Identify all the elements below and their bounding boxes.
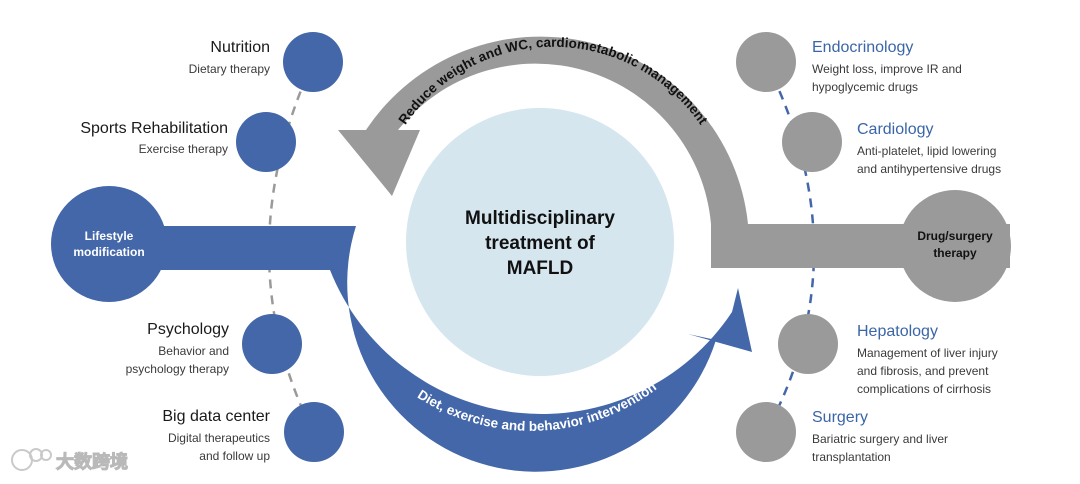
cardiology-desc-line2: and antihypertensive drugs (857, 162, 1001, 176)
drug-surgery-hub-line2: therapy (933, 246, 977, 260)
watermark-logo-icon (11, 448, 52, 471)
hepatology-desc-line3: complications of cirrhosis (857, 382, 991, 396)
nutrition-title: Nutrition (210, 39, 270, 56)
big-data-center-desc-line1: Digital therapeutics (168, 431, 270, 445)
center-title-line1: Multidisciplinary (465, 208, 615, 229)
nutrition-node (283, 32, 343, 92)
sports-rehabilitation-title: Sports Rehabilitation (80, 120, 228, 137)
hepatology-title: Hepatology (857, 323, 938, 340)
sports-rehabilitation-node (236, 112, 296, 172)
center-title-line2: treatment of (485, 233, 595, 254)
big-data-center-title: Big data center (162, 408, 270, 425)
hepatology-desc-line1: Management of liver injury (857, 346, 998, 360)
center-title-line3: MAFLD (507, 258, 573, 279)
cardiology-title: Cardiology (857, 121, 933, 138)
psychology-desc-line2: psychology therapy (126, 362, 229, 376)
lifestyle-hub-line2: modification (73, 245, 144, 259)
hepatology-node (778, 314, 838, 374)
watermark-text: 大数跨境 (56, 451, 128, 473)
lifestyle-hub-line1: Lifestyle (85, 229, 134, 243)
endocrinology-title: Endocrinology (812, 39, 913, 56)
lifestyle-hub-circle (51, 186, 167, 302)
blue-arc-arrow (80, 226, 752, 472)
center-circle (406, 108, 674, 376)
endocrinology-desc-line2: hypoglycemic drugs (812, 80, 918, 94)
endocrinology-desc-line1: Weight loss, improve IR and (812, 62, 962, 76)
surgery-desc-line2: transplantation (812, 450, 891, 464)
drug-surgery-hub-circle (899, 190, 1011, 302)
drug-surgery-hub-line1: Drug/surgery (917, 229, 993, 243)
nutrition-desc-line1: Dietary therapy (189, 62, 270, 76)
hepatology-desc-line2: and fibrosis, and prevent (857, 364, 989, 378)
surgery-title: Surgery (812, 409, 868, 426)
surgery-desc-line1: Bariatric surgery and liver (812, 432, 948, 446)
psychology-node (242, 314, 302, 374)
big-data-center-node (284, 402, 344, 462)
cardiology-desc-line1: Anti-platelet, lipid lowering (857, 144, 996, 158)
surgery-node (736, 402, 796, 462)
big-data-center-desc-line2: and follow up (199, 449, 270, 463)
psychology-desc-line1: Behavior and (158, 344, 229, 358)
endocrinology-node (736, 32, 796, 92)
sports-rehabilitation-desc-line1: Exercise therapy (139, 142, 228, 156)
psychology-title: Psychology (147, 321, 229, 338)
cardiology-node (782, 112, 842, 172)
